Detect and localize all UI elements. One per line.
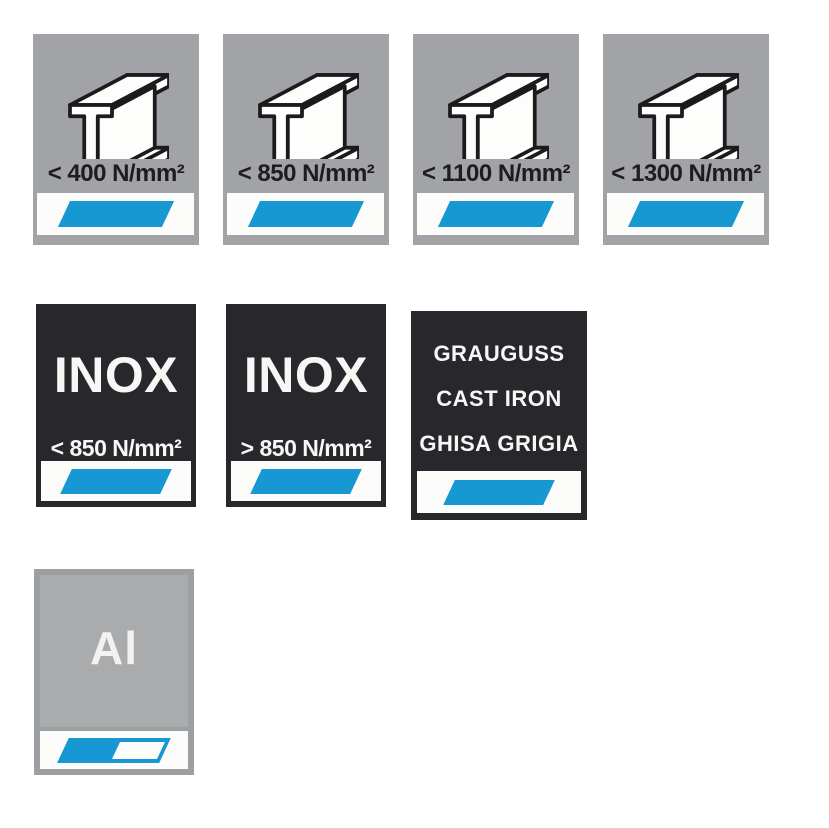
parallelogram-icon xyxy=(443,479,555,505)
steel-tile-1300: < 1300 N/mm² xyxy=(603,34,769,245)
steel-tile-400: < 400 N/mm² xyxy=(33,34,199,245)
inox-title: INOX xyxy=(243,347,369,403)
disc-strip xyxy=(37,193,194,235)
parallelogram-outline-icon xyxy=(57,737,171,763)
i-beam-icon xyxy=(413,38,579,160)
cast-iron-label-de: GRAUGUSS xyxy=(433,341,565,366)
disc-strip xyxy=(40,731,188,769)
strength-label: < 1100 N/mm² xyxy=(421,160,571,187)
i-beam-icon xyxy=(223,38,389,160)
strength-label: < 850 N/mm² xyxy=(50,435,182,461)
inox-tile-gt-850: INOX > 850 N/mm² xyxy=(226,304,386,507)
inox-title: INOX xyxy=(53,347,179,403)
disc-strip xyxy=(417,193,574,235)
strength-label: < 400 N/mm² xyxy=(47,160,185,187)
cast-iron-label-it: GHISA GRIGIA xyxy=(419,431,579,456)
parallelogram-icon xyxy=(437,201,554,227)
disc-strip xyxy=(417,471,581,513)
steel-tile-row: < 400 N/mm² < 850 N/mm² < 1100 N/mm² xyxy=(33,34,769,245)
parallelogram-fill xyxy=(57,737,122,763)
steel-tile-1100: < 1100 N/mm² xyxy=(413,34,579,245)
i-beam-icon xyxy=(33,38,199,160)
strength-label: > 850 N/mm² xyxy=(240,435,372,461)
parallelogram-icon xyxy=(250,468,362,494)
cast-iron-tile: GRAUGUSS CAST IRON GHISA GRIGIA xyxy=(411,311,587,520)
disc-strip xyxy=(227,193,384,235)
cast-iron-label-en: CAST IRON xyxy=(436,386,562,411)
inox-tile-lt-850: INOX < 850 N/mm² xyxy=(36,304,196,507)
steel-tile-850: < 850 N/mm² xyxy=(223,34,389,245)
parallelogram-icon xyxy=(627,201,744,227)
aluminum-tile: Al xyxy=(34,569,194,775)
strength-label: < 1300 N/mm² xyxy=(611,160,761,187)
disc-strip xyxy=(607,193,764,235)
i-beam-icon xyxy=(603,38,769,160)
aluminum-tile-panel xyxy=(40,575,188,727)
disc-strip xyxy=(41,461,191,501)
aluminum-symbol: Al xyxy=(90,622,138,674)
strength-label: < 850 N/mm² xyxy=(237,160,375,187)
disc-strip xyxy=(231,461,381,501)
parallelogram-icon xyxy=(60,468,172,494)
parallelogram-icon xyxy=(247,201,364,227)
parallelogram-icon xyxy=(57,201,174,227)
cast-iron-labels: GRAUGUSS CAST IRON GHISA GRIGIA xyxy=(411,331,587,466)
